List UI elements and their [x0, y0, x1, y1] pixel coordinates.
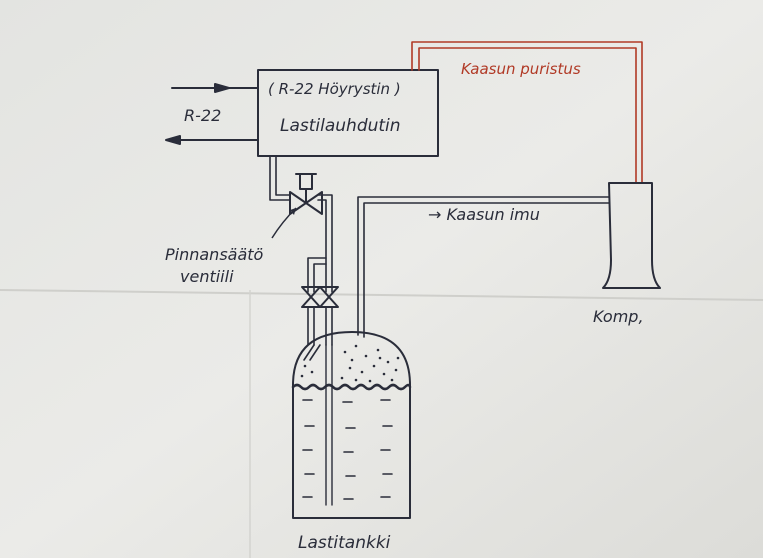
paper-fold [0, 289, 763, 301]
valve-label-line1: Pinnansäätö [165, 245, 264, 264]
branch-line [307, 257, 327, 293]
vapor-bubbles [300, 344, 400, 383]
liquid-dashes [302, 399, 393, 500]
tank-feed-lines [303, 306, 333, 361]
r22-label: R-22 [184, 106, 221, 125]
discharge-label: Kaasun puristus [461, 60, 581, 78]
level-control-valve [289, 173, 323, 215]
condenser-box [257, 69, 439, 157]
liquid-line [269, 155, 291, 201]
valve-pointer-arrowhead [290, 208, 296, 215]
compressor [602, 182, 661, 289]
tank-label: Lastitankki [298, 533, 391, 553]
cargo-tank [292, 331, 411, 519]
discharge-line [411, 41, 643, 184]
tank-inner-pipes [325, 344, 333, 506]
r22-lines [165, 83, 259, 145]
condenser-name-label: Lastilauhdutin [280, 116, 401, 136]
condenser-title-line: ( R-22 Höyrystin ) [268, 80, 401, 98]
suction-line [357, 196, 610, 338]
tank-valve-right [319, 286, 339, 308]
liquid-surface [291, 383, 412, 391]
valve-label-line2: ventiili [180, 267, 234, 286]
compressor-label: Komp, [593, 307, 644, 326]
suction-label: → Kaasun imu [428, 205, 540, 224]
tank-valve-left [301, 286, 321, 308]
